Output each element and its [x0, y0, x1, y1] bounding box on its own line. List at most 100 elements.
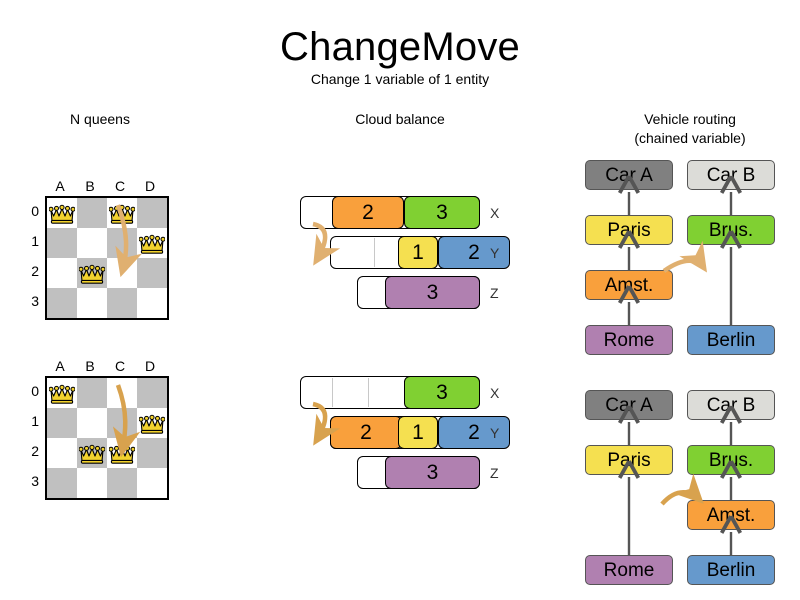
rank-label-0: 0 [31, 203, 39, 219]
cloud-process-3-x-0[interactable]: 3 [404, 376, 480, 409]
board-cell-c2[interactable] [107, 438, 137, 468]
file-label-d: D [144, 178, 156, 194]
file-label-c: C [114, 358, 126, 374]
stop-brus-[interactable]: Brus. [687, 215, 775, 245]
board-cell-d1[interactable] [137, 228, 167, 258]
rank-label-1: 1 [31, 413, 39, 429]
stop-paris[interactable]: Paris [585, 215, 673, 245]
board-cell-b1[interactable] [77, 408, 107, 438]
cloud-process-2-y-2[interactable]: 2 [438, 416, 510, 449]
queen-piece-icon[interactable] [78, 443, 106, 464]
queen-piece-icon[interactable] [138, 413, 166, 434]
stop-rome[interactable]: Rome [585, 555, 673, 585]
board-cell-b0[interactable] [77, 198, 107, 228]
rank-label-2: 2 [31, 443, 39, 459]
page-title: ChangeMove [280, 25, 520, 69]
board-cell-a2[interactable] [47, 258, 77, 288]
column-title-vehiclerouting-line1: Vehicle routing [644, 111, 736, 127]
cloud-bar-divider [332, 378, 333, 407]
queen-piece-icon[interactable] [108, 443, 136, 464]
rank-label-1: 1 [31, 233, 39, 249]
cloud-bar-divider [374, 238, 375, 267]
board-cell-a1[interactable] [47, 228, 77, 258]
board-cell-a3[interactable] [47, 468, 77, 498]
board-cell-d1[interactable] [137, 408, 167, 438]
page-subtitle: Change 1 variable of 1 entity [310, 71, 490, 87]
board-cell-d2[interactable] [137, 258, 167, 288]
stop-paris[interactable]: Paris [585, 445, 673, 475]
queen-piece-icon[interactable] [108, 203, 136, 224]
board-cell-a3[interactable] [47, 288, 77, 318]
board-cell-a0[interactable] [47, 378, 77, 408]
file-label-a: A [55, 358, 65, 374]
cloud-process-3-z-0[interactable]: 3 [385, 456, 480, 489]
vehicle-car-b[interactable]: Car B [687, 390, 775, 420]
queen-piece-icon[interactable] [48, 383, 76, 404]
stop-brus-[interactable]: Brus. [687, 445, 775, 475]
vehicle-car-b[interactable]: Car B [687, 160, 775, 190]
board-cell-b3[interactable] [77, 288, 107, 318]
chessboard[interactable] [45, 196, 169, 320]
cloud-bar-label-x: X [490, 385, 500, 401]
file-label-c: C [114, 178, 126, 194]
board-cell-d2[interactable] [137, 438, 167, 468]
vehicle-car-a[interactable]: Car A [585, 390, 673, 420]
board-cell-c3[interactable] [107, 468, 137, 498]
board-cell-b2[interactable] [77, 438, 107, 468]
file-label-a: A [55, 178, 65, 194]
file-label-b: B [85, 178, 95, 194]
board-cell-b1[interactable] [77, 228, 107, 258]
board-cell-a1[interactable] [47, 408, 77, 438]
board-cell-c0[interactable] [107, 198, 137, 228]
board-cell-b2[interactable] [77, 258, 107, 288]
board-cell-b3[interactable] [77, 468, 107, 498]
cloud-bar-label-z: Z [490, 285, 499, 301]
cloud-bar-label-y: Y [490, 245, 500, 261]
queen-piece-icon[interactable] [138, 233, 166, 254]
cloud-process-1-y-0[interactable]: 1 [398, 236, 438, 269]
column-title-vehiclerouting-line2: (chained variable) [634, 130, 746, 146]
cloud-bar-label-x: X [490, 205, 500, 221]
stop-amst-[interactable]: Amst. [585, 270, 673, 300]
file-label-d: D [144, 358, 156, 374]
stop-berlin[interactable]: Berlin [687, 325, 775, 355]
board-cell-c2[interactable] [107, 258, 137, 288]
board-cell-c1[interactable] [107, 228, 137, 258]
cloud-bar-label-y: Y [490, 425, 500, 441]
board-cell-d3[interactable] [137, 468, 167, 498]
board-cell-d0[interactable] [137, 198, 167, 228]
stop-berlin[interactable]: Berlin [687, 555, 775, 585]
board-cell-c3[interactable] [107, 288, 137, 318]
cloud-process-3-z-0[interactable]: 3 [385, 276, 480, 309]
cloud-bar-label-z: Z [490, 465, 499, 481]
vehicle-car-a[interactable]: Car A [585, 160, 673, 190]
board-cell-d3[interactable] [137, 288, 167, 318]
board-cell-a0[interactable] [47, 198, 77, 228]
board-cell-c0[interactable] [107, 378, 137, 408]
rank-label-0: 0 [31, 383, 39, 399]
column-title-nqueens: N queens [70, 111, 130, 127]
cloud-process-1-y-1[interactable]: 1 [398, 416, 438, 449]
cloud-process-2-y-1[interactable]: 2 [438, 236, 510, 269]
rank-label-2: 2 [31, 263, 39, 279]
file-label-b: B [85, 358, 95, 374]
queen-piece-icon[interactable] [78, 263, 106, 284]
column-title-cloudbalance: Cloud balance [355, 111, 445, 127]
stop-rome[interactable]: Rome [585, 325, 673, 355]
cloud-bar-divider [368, 378, 369, 407]
cloud-process-2-y-0[interactable]: 2 [330, 416, 402, 449]
cloud-process-3-x-1[interactable]: 3 [404, 196, 480, 229]
board-cell-a2[interactable] [47, 438, 77, 468]
stop-amst-[interactable]: Amst. [687, 500, 775, 530]
board-cell-d0[interactable] [137, 378, 167, 408]
board-cell-b0[interactable] [77, 378, 107, 408]
queen-piece-icon[interactable] [48, 203, 76, 224]
cloud-process-2-x-0[interactable]: 2 [332, 196, 404, 229]
chessboard[interactable] [45, 376, 169, 500]
board-cell-c1[interactable] [107, 408, 137, 438]
